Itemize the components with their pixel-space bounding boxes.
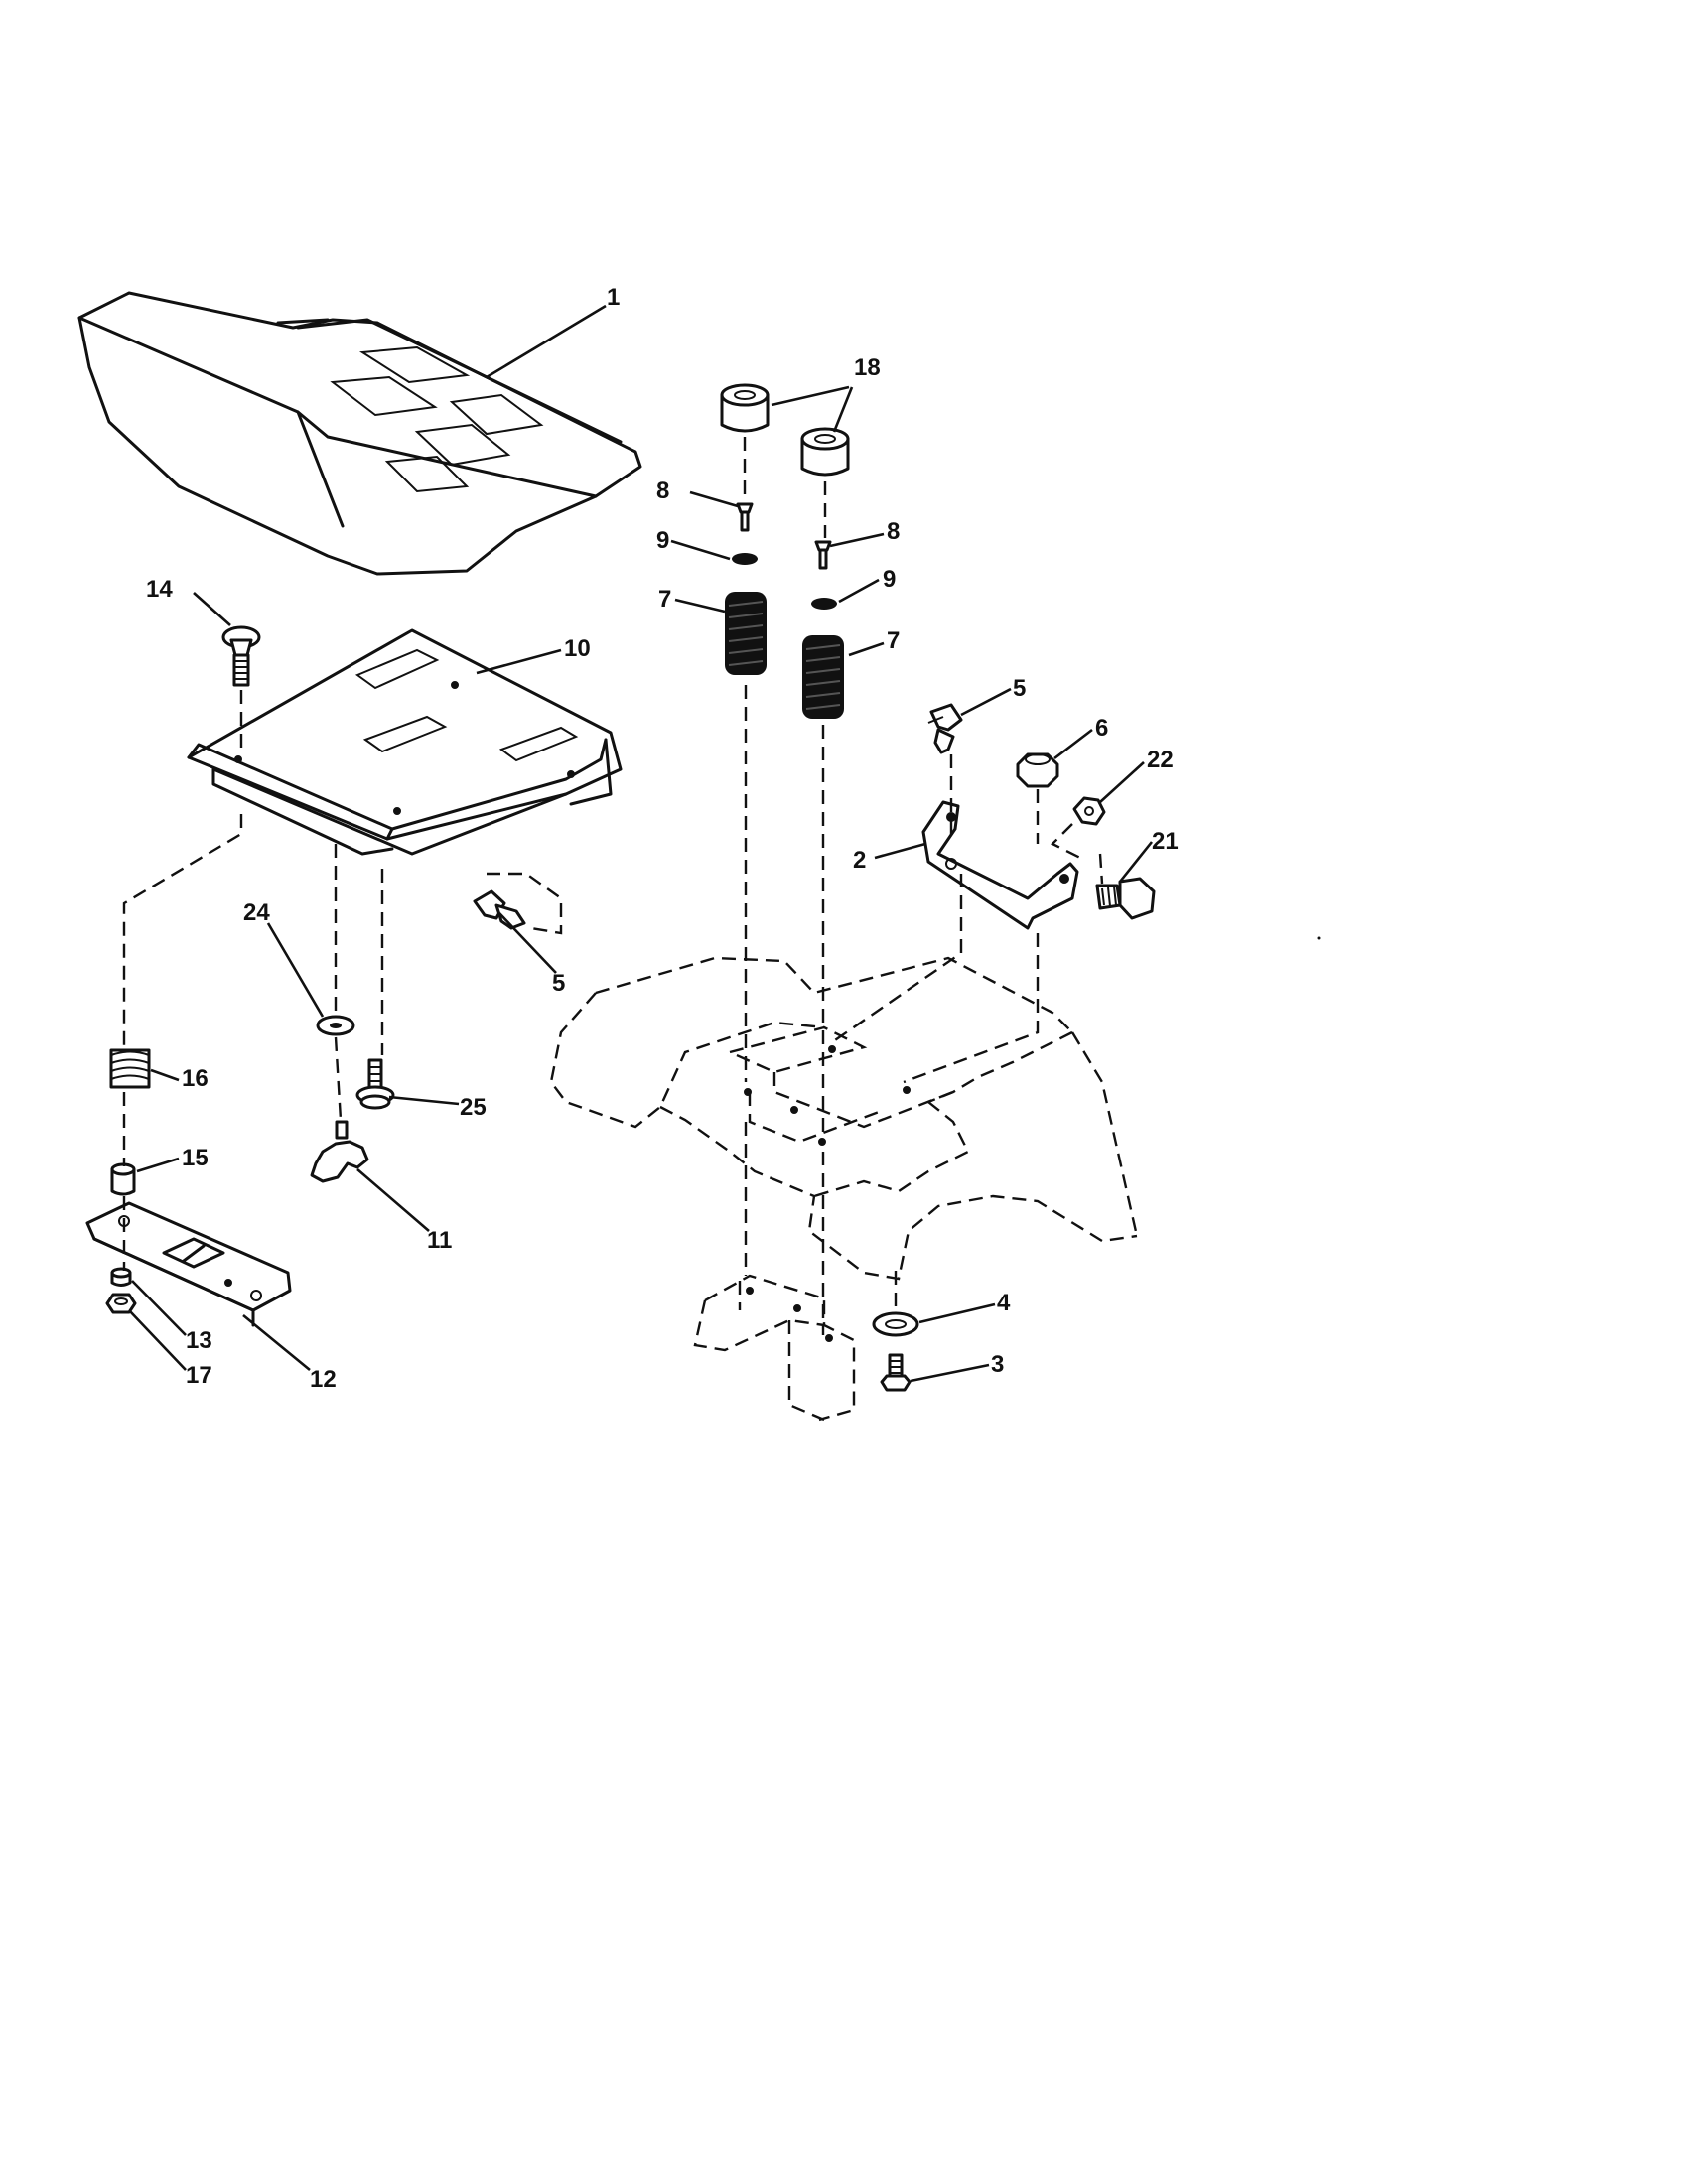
screw-part-8a	[736, 502, 754, 532]
callout-9b: 9	[883, 566, 896, 593]
callout-7a: 7	[658, 586, 671, 613]
callout-14: 14	[146, 576, 173, 603]
shoulder-bolt-part-21	[1095, 877, 1156, 920]
callout-18: 18	[854, 354, 881, 381]
callout-22: 22	[1147, 747, 1174, 773]
callout-5a: 5	[1013, 675, 1026, 702]
callout-3: 3	[991, 1351, 1004, 1378]
callout-5b: 5	[552, 970, 565, 997]
nut-part-13	[110, 1267, 132, 1287]
callout-12: 12	[310, 1366, 337, 1393]
callout-8a: 8	[656, 478, 669, 504]
seat-part-1	[77, 291, 642, 576]
lock-nut-part-17	[105, 1293, 137, 1314]
spring-part-7b	[802, 635, 844, 719]
callout-2: 2	[853, 847, 866, 874]
bushing-part-18b	[800, 427, 850, 477]
lock-nut-part-6	[1016, 752, 1059, 788]
callout-11: 11	[427, 1227, 452, 1254]
bracket-part-2	[921, 800, 1079, 930]
spacer-part-15	[110, 1162, 136, 1196]
callout-labels: 1 18 8 9 7 8 9 7 5 6 22 21 2 14 10 5 24 …	[146, 284, 1179, 1393]
callout-13: 13	[186, 1327, 212, 1354]
clip-part-5b	[473, 889, 526, 930]
washer-part-9a	[732, 553, 758, 565]
callout-9a: 9	[656, 527, 669, 554]
callout-4: 4	[997, 1290, 1011, 1316]
carriage-bolt-part-14	[221, 625, 261, 687]
nut-part-22	[1072, 796, 1106, 826]
callout-7b: 7	[887, 627, 900, 654]
callout-16: 16	[182, 1065, 209, 1092]
washer-part-4	[872, 1311, 919, 1337]
screw-part-8b	[814, 540, 832, 570]
washer-part-9b	[811, 598, 837, 610]
knob-part-11	[310, 1120, 369, 1183]
clip-part-5a	[927, 703, 963, 754]
callout-10: 10	[564, 635, 591, 662]
spring-part-16	[109, 1048, 151, 1089]
assembly-lines	[122, 437, 1104, 1335]
frame-outline-dashed	[549, 956, 1139, 1422]
spring-part-7a	[725, 592, 767, 675]
bolt-part-25	[355, 1058, 395, 1110]
callout-8b: 8	[887, 518, 900, 545]
washer-part-24	[316, 1015, 355, 1036]
callout-15: 15	[182, 1145, 209, 1171]
bolt-part-3	[880, 1353, 912, 1392]
callout-25: 25	[460, 1094, 487, 1121]
seat-pan-part-10	[187, 628, 623, 856]
callout-24: 24	[243, 899, 270, 926]
callout-1: 1	[607, 284, 620, 311]
speck-mark	[1317, 936, 1321, 940]
bushing-part-18a	[720, 383, 770, 433]
callout-6: 6	[1095, 715, 1108, 742]
plate-part-12	[85, 1201, 292, 1327]
callout-17: 17	[186, 1362, 212, 1389]
callout-21: 21	[1152, 828, 1179, 855]
leader-lines	[128, 304, 1154, 1383]
